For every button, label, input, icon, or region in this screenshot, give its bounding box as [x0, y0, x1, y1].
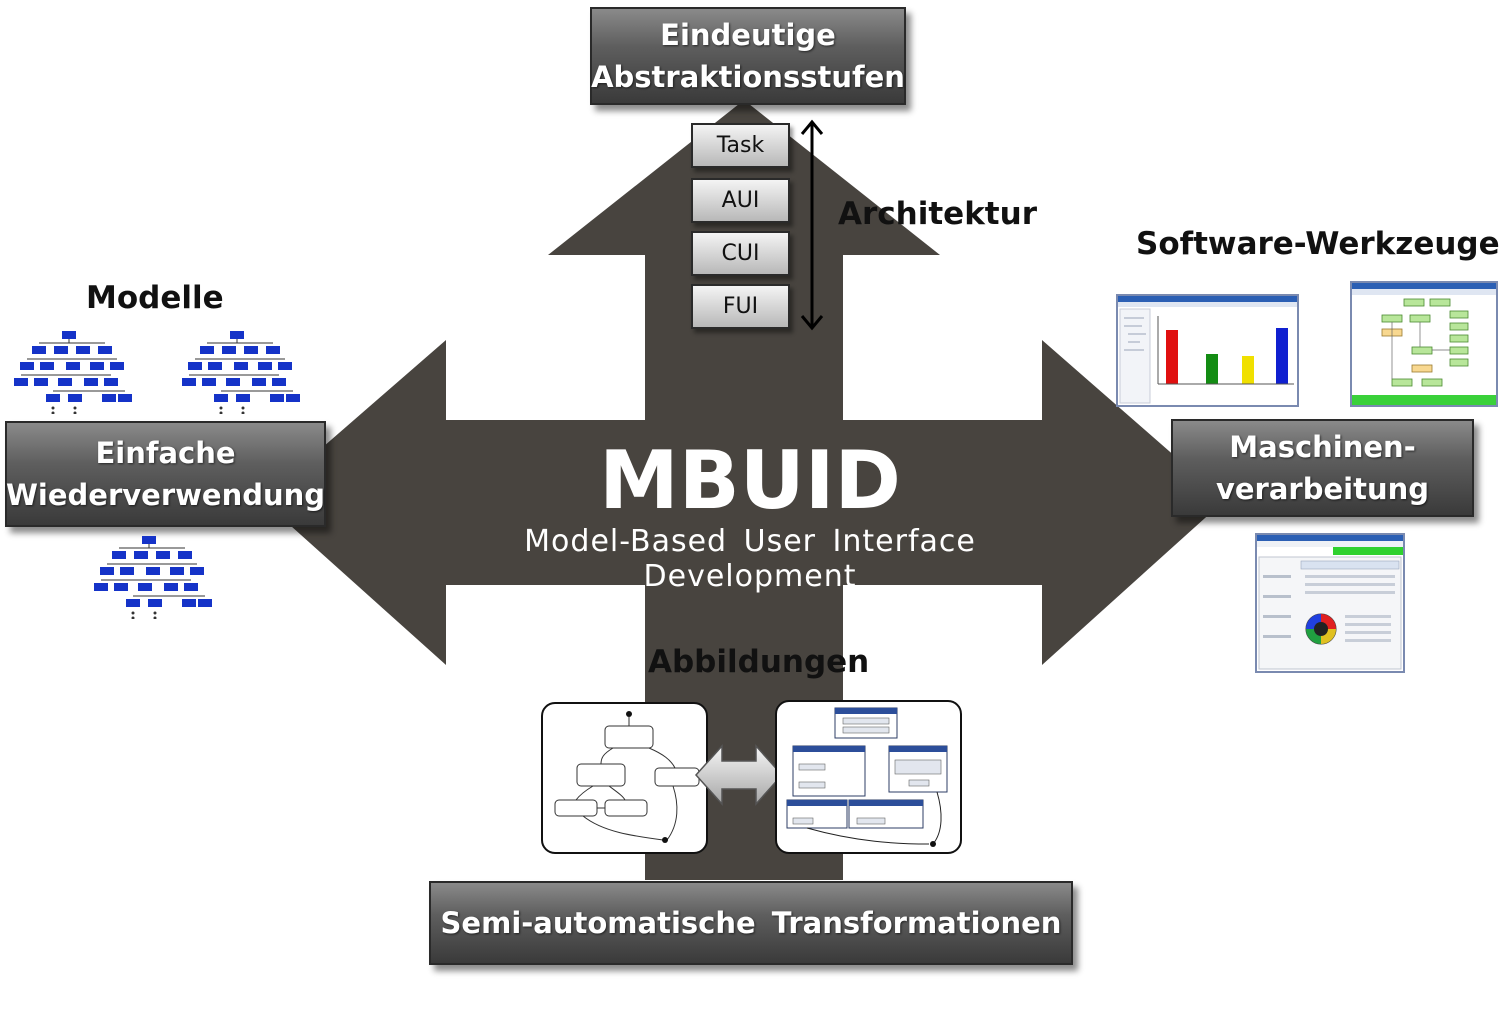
box-top-line2: Abstraktionsstufen [591, 60, 905, 94]
tool-screenshot-generated-ui [1255, 533, 1405, 673]
box-top-line1: Eindeutige [660, 18, 836, 52]
mbuid-title: MBUID [599, 434, 901, 527]
tool-screenshot-bar-chart [1116, 294, 1299, 407]
box-eindeutige-abstraktionsstufen: Eindeutige Abstraktionsstufen [590, 7, 906, 105]
heading-abbildungen: Abbildungen [648, 644, 870, 680]
box-right-line2: verarbeitung [1215, 472, 1430, 506]
box-right-line1: Maschinen- [1229, 430, 1416, 464]
box-left-line1: Einfache [95, 436, 236, 470]
double-vertical-arrow-icon [800, 119, 824, 331]
box-einfache-wiederverwendung: Einfache Wiederverwendung [5, 421, 326, 527]
tool-screenshot-model-editor [1350, 281, 1498, 407]
heading-software-werkzeuge: Software-Werkzeuge [1136, 226, 1500, 262]
heading-architektur: Architektur [838, 196, 1037, 232]
box-bottom-label: Semi-automatische Transformationen [440, 906, 1062, 940]
model-tree-icon [14, 331, 132, 414]
level-fui: FUI [691, 284, 790, 329]
model-tree-icon [94, 536, 212, 619]
level-cui: CUI [691, 231, 790, 276]
heading-modelle: Modelle [86, 280, 224, 316]
double-horizontal-arrow-icon [694, 744, 784, 806]
dialog-state-graph [541, 702, 708, 854]
box-left-line2: Wiederverwendung [5, 478, 326, 512]
box-semi-automatische-transformationen: Semi-automatische Transformationen [429, 881, 1073, 965]
cross-arrow-shape [262, 100, 1225, 880]
model-tree-icon [182, 331, 300, 414]
dialog-ui-sketch [775, 700, 962, 854]
level-task: Task [691, 123, 790, 168]
box-maschinenverarbeitung: Maschinen- verarbeitung [1171, 419, 1474, 517]
level-aui: AUI [691, 178, 790, 223]
mbuid-subtitle: Model-Based User Interface Development [524, 524, 976, 594]
